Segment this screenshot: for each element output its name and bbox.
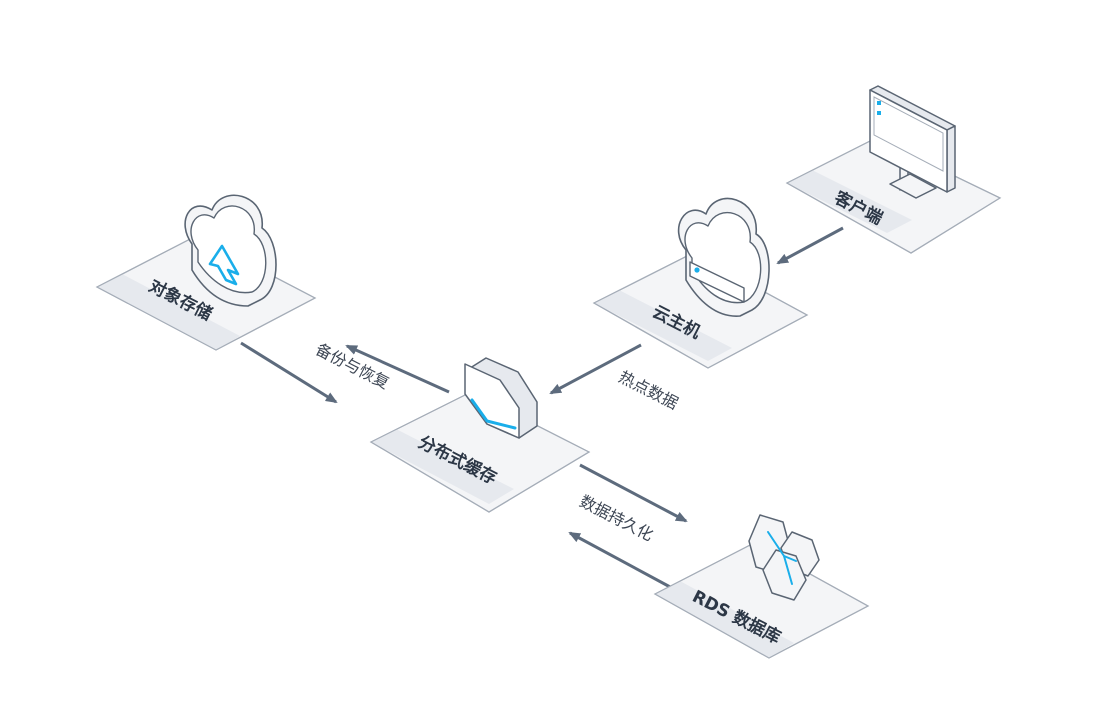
client-platform: 客户端 [785,137,1002,254]
node-object-storage: 对象存储 [95,194,317,351]
arrow-client-to-cloud-host [776,226,844,265]
arrow-cache-to-object-storage [345,344,450,394]
node-rds-database: RDS 数据库 [653,514,870,659]
upload-arrow-icon [208,244,240,286]
object-storage-platform: 对象存储 [95,235,317,351]
arrow-cloud-host-to-cache [549,343,642,395]
monitor-icon [869,85,956,199]
rds-database-platform: RDS 数据库 [653,542,870,659]
arrows [240,226,844,590]
distributed-cache-platform: 分布式缓存 [369,391,591,513]
cloud-server-icon [677,197,770,317]
node-cloud-host: 云主机 [592,197,809,369]
arrow-cache-to-rds [579,463,688,523]
node-distributed-cache: 分布式缓存 [369,357,591,513]
cloud-upload-icon [184,194,277,307]
arrow-rds-to-cache [568,531,673,590]
hexagon-cluster-icon [748,514,820,601]
arrow-object-storage-to-cache [240,341,338,404]
edge-label-hot-data: 热点数据 [616,367,682,413]
cloud-host-platform: 云主机 [592,252,809,369]
cache-icon [464,357,538,439]
cache-check-icon [470,398,517,430]
node-client: 客户端 [785,85,1002,254]
